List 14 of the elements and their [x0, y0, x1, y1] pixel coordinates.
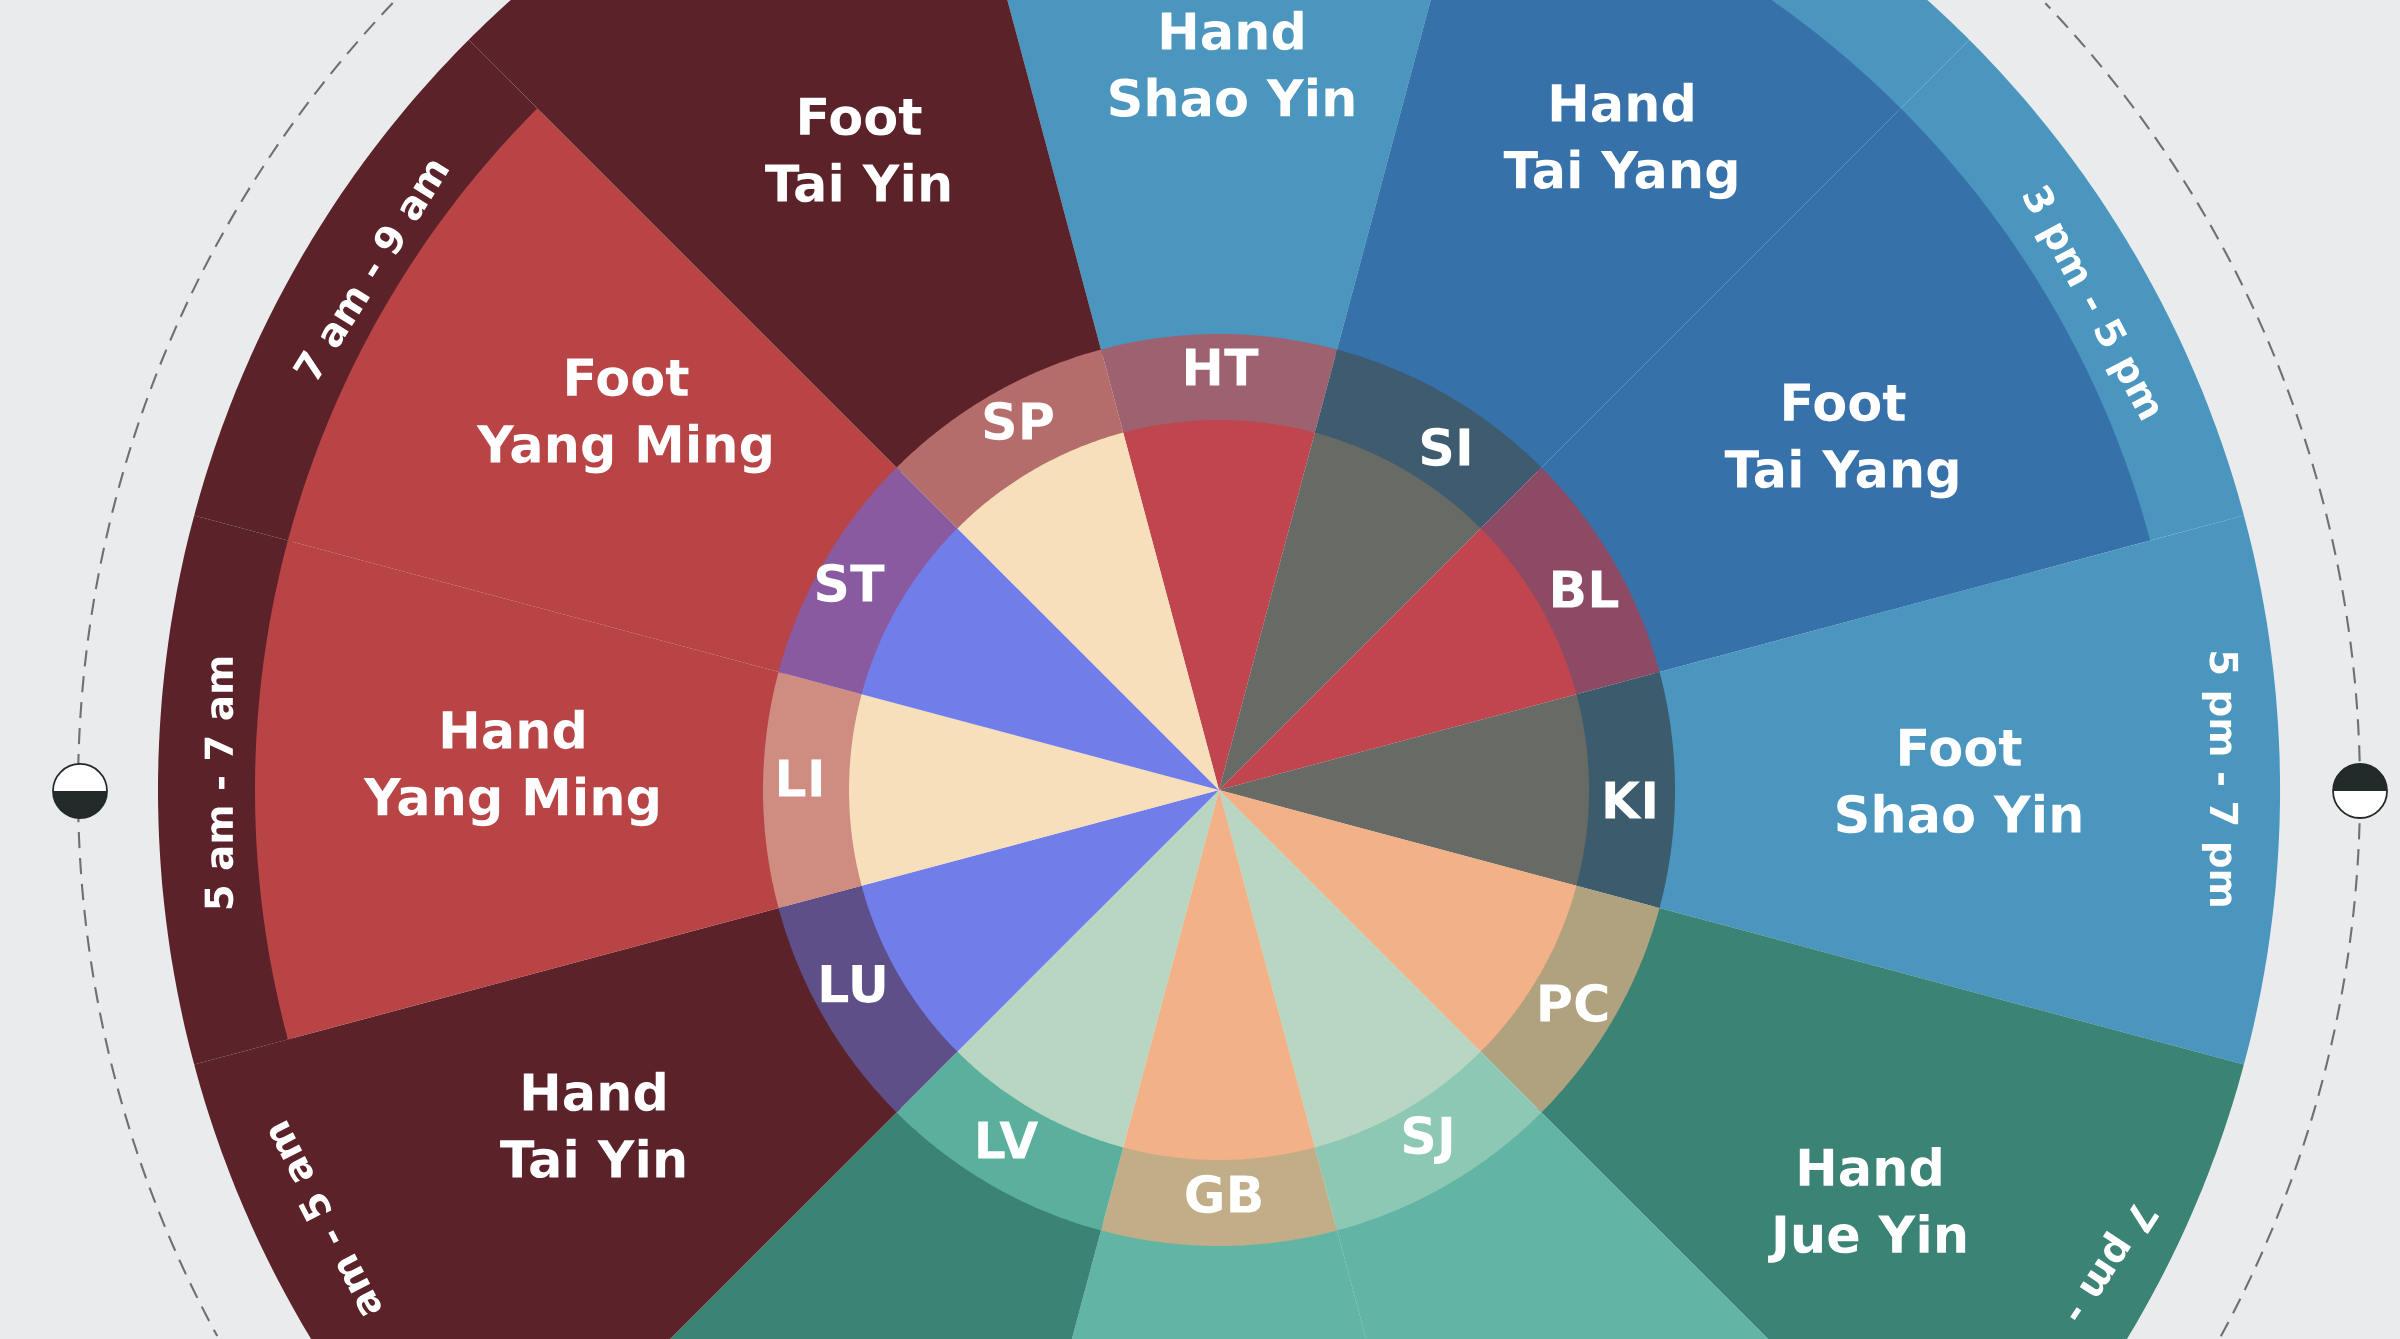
- pie-slice: KI: [1219, 672, 1676, 908]
- node-label: SP: [984, 401, 1053, 441]
- node-label: Foot Yang Ming: [476, 358, 771, 474]
- pie-slice: LI: [763, 672, 1219, 908]
- time-label: 7 am - 9 am: [292, 161, 450, 381]
- node-label: SI: [1421, 427, 1470, 467]
- node-label: BL: [1553, 570, 1619, 608]
- time-label: 3 pm - 5 pm: [2022, 184, 2159, 421]
- time-label: 7 pm -: [2070, 1203, 2160, 1321]
- node-label: Hand Yang Ming: [363, 709, 658, 827]
- node-label: PC: [1540, 983, 1608, 1023]
- time-label: am - 5 am: [269, 1120, 381, 1317]
- pie-slice: GB: [1101, 790, 1337, 1246]
- pie-slice: HT: [1101, 334, 1337, 790]
